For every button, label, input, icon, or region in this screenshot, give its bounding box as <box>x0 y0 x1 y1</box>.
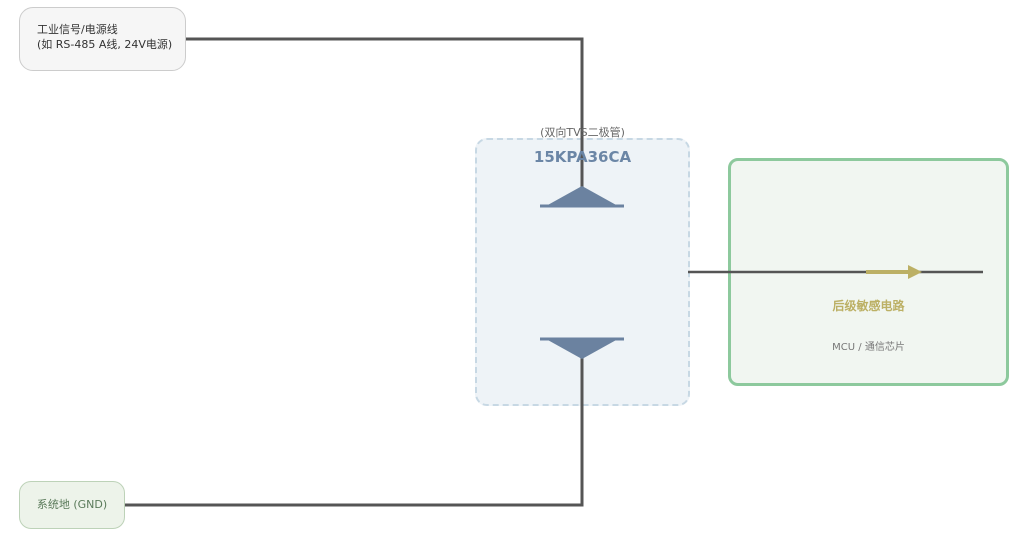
ground-box: 系统地 (GND) <box>19 481 125 529</box>
ground-wire <box>125 356 584 507</box>
triangle-down-icon <box>540 337 624 359</box>
tvs-note: (双向TVS二极管) <box>540 126 625 139</box>
signal-source-line1: 工业信号/电源线 <box>37 23 118 36</box>
ground-label: 系统地 (GND) <box>36 498 108 511</box>
signal-source-box: 工业信号/电源线 (如 RS-485 A线, 24V电源) <box>19 7 186 71</box>
arrow-right-icon <box>866 265 922 279</box>
sensitive-circuit-subtitle: MCU / 通信芯片 <box>832 342 905 353</box>
signal-source-line2: (如 RS-485 A线, 24V电源) <box>37 38 173 51</box>
sensitive-circuit-title: 后级敏感电路 <box>832 299 905 313</box>
signal-wire <box>186 37 584 188</box>
triangle-up-icon <box>540 186 624 208</box>
tvs-model: 15KPA36CA <box>533 148 632 166</box>
